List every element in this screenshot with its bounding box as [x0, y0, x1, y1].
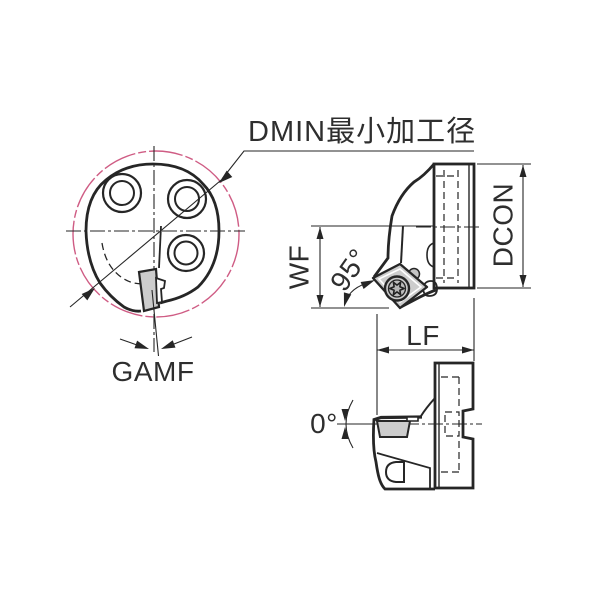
bolt-hole-upper-right: [166, 178, 208, 220]
pocket-edge-line: [158, 225, 162, 269]
dcon-label: DCON: [487, 183, 518, 267]
bolt-hole-lower-right: [166, 233, 206, 273]
front-view: [66, 146, 474, 357]
gamf-left-tail: [119, 338, 138, 346]
side-view: [371, 162, 481, 310]
dmin-leader-line: [221, 150, 474, 180]
side-boss: [426, 242, 435, 268]
bottom-neck-fillet: [420, 397, 436, 417]
bottom-coolant-hole: [384, 461, 405, 483]
gamf-left-arrowhead: [134, 340, 149, 349]
side-head-bottom-edge: [398, 288, 437, 310]
bottom-cylinder-body: [433, 361, 475, 490]
angle-95-label: 95°: [324, 243, 375, 297]
dmin-arrowhead-upper: [219, 170, 233, 183]
gamf-axis-line: [151, 289, 160, 357]
dcon-dimension: [477, 163, 531, 289]
side-pocket-edge: [400, 225, 404, 264]
lf-label: LF: [406, 320, 440, 351]
gamf-right-arrowhead: [161, 340, 176, 349]
bottom-head-outline: [372, 418, 435, 491]
angle-0-label: 0°: [310, 408, 338, 439]
hidden-shank-arc: [101, 242, 152, 285]
angle-95-dimension: [343, 280, 375, 307]
insert-bottom: [375, 420, 412, 438]
side-head-outline: [372, 163, 436, 278]
side-cylinder-body: [432, 162, 476, 290]
chip-recess: [422, 280, 438, 297]
dmin-label: DMIN最小加工径: [248, 115, 476, 148]
wf-dimension: [311, 225, 434, 309]
gamf-right-tail: [173, 336, 193, 345]
gamf-label: GAMF: [112, 356, 195, 387]
dmin-arrowhead-lower: [81, 288, 95, 301]
dimensions: [311, 163, 531, 449]
bolt-hole-upper-left: [101, 172, 143, 214]
insert-front: [137, 267, 161, 313]
cartridge-head-outline: [152, 162, 221, 305]
bottom-view: [337, 361, 482, 491]
lf-dimension: [376, 298, 475, 415]
bottom-face-edge: [376, 452, 431, 489]
dmin-circle: [72, 150, 240, 318]
screw-edge-bottom: [406, 416, 419, 422]
wf-label: WF: [283, 245, 314, 290]
dmin-diameter-line: [69, 175, 227, 308]
angle-0-dimension: [341, 399, 354, 449]
torx-star-icon: [388, 281, 406, 296]
clamp-piece-front: [155, 276, 166, 305]
